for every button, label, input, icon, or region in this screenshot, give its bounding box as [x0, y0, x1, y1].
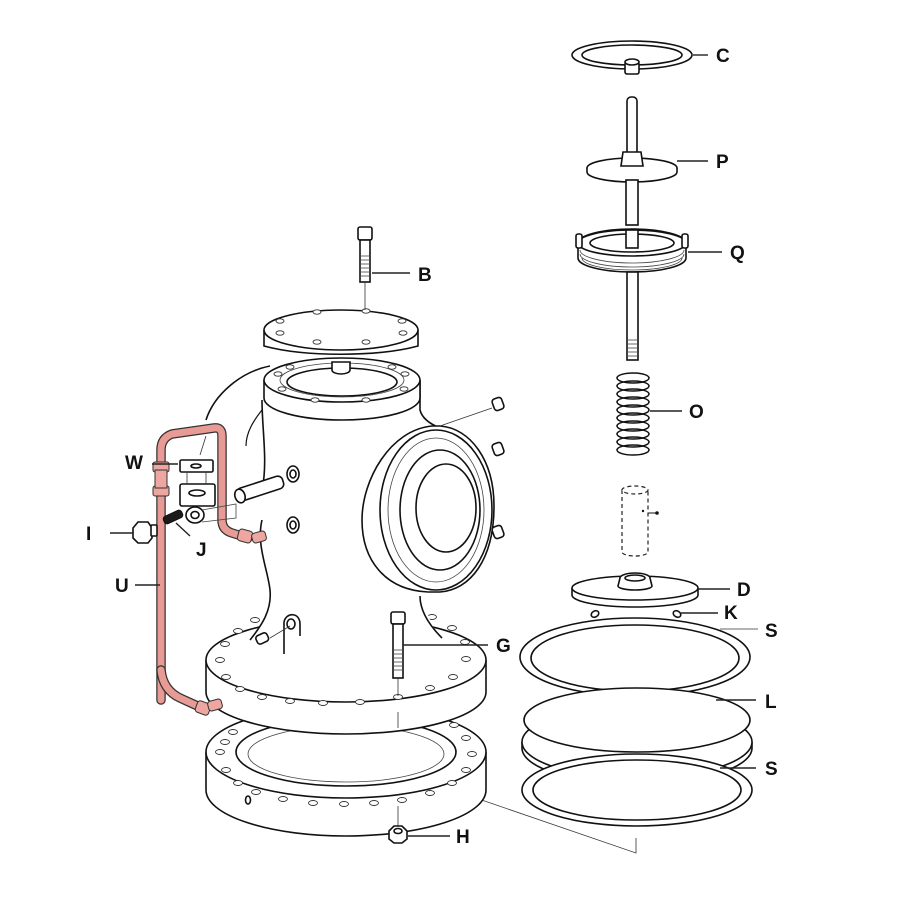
callout-i: I: [86, 524, 91, 545]
callout-j: J: [196, 540, 207, 561]
part-s-seal-ring-lower: S: [521, 753, 778, 827]
callout-s-upper: S: [765, 621, 778, 642]
part-s-seal-ring-upper: S: [519, 617, 778, 697]
callout-p: P: [716, 152, 729, 173]
part-nipple: [233, 465, 300, 534]
part-body-top-flange: [263, 357, 421, 421]
part-c-retaining-ring: C: [571, 40, 730, 75]
part-side-set-screws: [255, 396, 505, 645]
part-b-cap-screw: B: [357, 226, 432, 310]
callout-l: L: [765, 692, 777, 713]
part-top-cover: [263, 308, 419, 375]
part-body-lug: [269, 613, 301, 654]
part-u-pilot-tubing: U: [115, 423, 267, 716]
callout-d: D: [737, 580, 751, 601]
part-w-filter-plates: W: [125, 435, 237, 524]
part-guide-sleeve-hidden: [621, 485, 659, 557]
part-i-plug: I: [86, 521, 158, 545]
callout-q: Q: [730, 243, 745, 264]
part-k-pins: K: [590, 603, 738, 624]
part-g-stud-bolt: G: [390, 611, 511, 728]
callout-u: U: [115, 576, 129, 597]
callout-g: G: [496, 636, 511, 657]
callout-c: C: [716, 46, 730, 67]
part-side-outlet-flange: [361, 425, 495, 593]
callout-s-lower: S: [765, 759, 778, 780]
part-o-spring: O: [616, 372, 704, 456]
part-j-set-screw: J: [162, 509, 207, 561]
callout-o: O: [689, 402, 704, 423]
part-h-hex-nut: H: [388, 806, 470, 848]
callout-b: B: [418, 265, 432, 286]
part-q-threaded-ring: Q: [575, 228, 745, 273]
callout-k: K: [724, 603, 738, 624]
part-stem-rod: [626, 271, 639, 361]
callout-h: H: [456, 827, 470, 848]
part-d-disc: D: [571, 572, 751, 608]
part-p-stem-disc: P: [586, 96, 729, 226]
callout-w: W: [125, 453, 143, 474]
